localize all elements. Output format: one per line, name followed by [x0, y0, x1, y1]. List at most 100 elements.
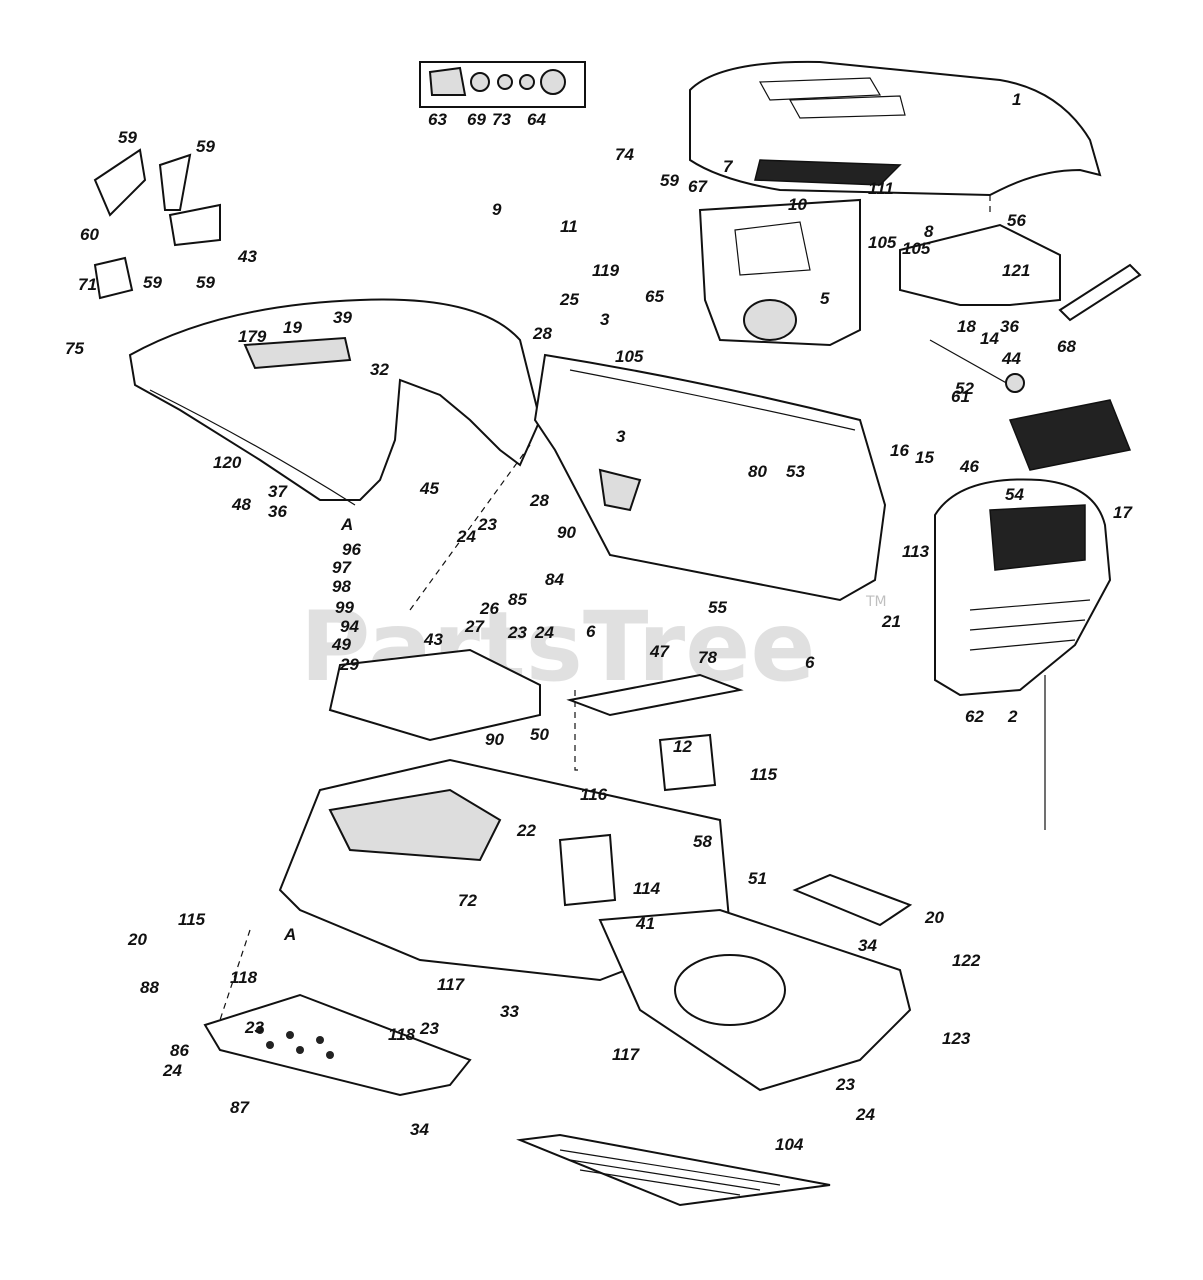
callout-label: 24 [855, 1105, 875, 1124]
watermark-trademark: TM [865, 594, 887, 610]
callout-label: 94 [340, 617, 359, 636]
cover-plate-part [566, 673, 744, 717]
hood-part [689, 60, 1102, 197]
callout-label: 54 [1005, 485, 1024, 504]
main-frame-part [278, 733, 912, 1092]
callout-label: 84 [545, 570, 564, 589]
callout-label: 117 [437, 975, 466, 994]
callout-label: 14 [980, 329, 999, 348]
leader-lines [219, 195, 1046, 1021]
callout-label: 59 [196, 137, 215, 156]
callout-label: 12 [673, 737, 692, 756]
callout-label: 5 [820, 289, 830, 308]
callout-label: 45 [419, 479, 439, 498]
callout-label: 6 [805, 653, 815, 672]
callout-label: 111 [868, 179, 894, 198]
callout-label: 65 [645, 287, 664, 306]
callout-label: 18 [957, 317, 976, 336]
callout-label: 63 [428, 110, 447, 129]
callout-label: 22 [516, 821, 536, 840]
callout-label: 85 [508, 590, 527, 609]
headlight-bracket-parts [93, 148, 221, 300]
callout-label: 78 [698, 648, 717, 667]
callout-label: 58 [693, 832, 712, 851]
callout-label: 62 [965, 707, 984, 726]
callout-label: 121 [1002, 261, 1030, 280]
callout-label: 116 [580, 785, 608, 804]
callout-labels: 1 7 10 111 56 8 121 18 36 14 105 105 5 6… [65, 90, 1133, 1154]
callout-label: 117 [612, 1045, 641, 1064]
callout-label: 71 [78, 275, 97, 294]
right-footrest-part [792, 873, 913, 927]
callout-label: 88 [140, 978, 159, 997]
callout-label: 105 [902, 239, 931, 258]
callout-label: 16 [890, 441, 909, 460]
callout-label: 49 [331, 635, 351, 654]
callout-label: 69 [467, 110, 486, 129]
callout-label: 56 [1007, 211, 1026, 230]
seat-pan-part [328, 648, 541, 742]
callout-label: 39 [333, 308, 352, 327]
callout-label: 34 [410, 1120, 429, 1139]
callout-label: 8 [924, 222, 934, 241]
callout-label: 122 [952, 951, 981, 970]
callout-label: 36 [1000, 317, 1019, 336]
grille-screen-part [754, 159, 902, 186]
callout-label: 50 [530, 725, 549, 744]
headlight-panel-part [1008, 399, 1132, 471]
callout-label: 6 [586, 622, 596, 641]
callout-label: 87 [230, 1098, 250, 1117]
floor-mat-part [516, 1133, 831, 1207]
left-footrest-part [203, 993, 472, 1097]
callout-label: 59 [196, 273, 215, 292]
callout-label: 80 [748, 462, 767, 481]
callout-label: 23 [477, 515, 497, 534]
callout-label: 51 [748, 869, 767, 888]
callout-label: 29 [339, 655, 359, 674]
callout-label: 52 [955, 379, 974, 398]
callout-label: 28 [532, 324, 552, 343]
callout-label: 48 [231, 495, 251, 514]
callout-label: 28 [529, 491, 549, 510]
callout-label: 41 [635, 914, 655, 933]
callout-label: 120 [213, 453, 242, 472]
callout-label: 19 [283, 318, 302, 337]
callout-label: 15 [915, 448, 934, 467]
callout-label: 115 [750, 765, 778, 784]
callout-label: 74 [615, 145, 634, 164]
callout-label: 90 [485, 730, 504, 749]
callout-label: A [283, 925, 296, 944]
callout-label: 61 [951, 387, 970, 406]
callout-label: 23 [244, 1018, 264, 1037]
callout-label: 24 [534, 623, 554, 642]
callout-label: 3 [616, 427, 626, 446]
callout-label: 118 [388, 1025, 416, 1044]
callout-label: 24 [162, 1061, 182, 1080]
callout-label: 23 [835, 1075, 855, 1094]
callout-label: 73 [492, 110, 511, 129]
callout-label: 20 [924, 908, 944, 927]
callout-label: 114 [633, 879, 661, 898]
callout-label: 43 [423, 630, 443, 649]
callout-label: 25 [559, 290, 579, 309]
callout-label: 105 [615, 347, 644, 366]
callout-label: 68 [1057, 337, 1076, 356]
callout-label: 10 [788, 195, 807, 214]
callout-label: 24 [456, 527, 476, 546]
console-panel-part [533, 353, 887, 602]
callout-label: 96 [342, 540, 361, 559]
callout-label: 7 [723, 157, 734, 176]
callout-label: 60 [80, 225, 99, 244]
callout-label: 27 [464, 617, 485, 636]
callout-label: 11 [560, 217, 578, 236]
callout-label: 9 [492, 200, 502, 219]
callout-label: 21 [881, 612, 901, 631]
callout-label: 53 [786, 462, 805, 481]
callout-label: 34 [858, 936, 877, 955]
lighting-inset-box [419, 61, 586, 108]
front-nose-part [934, 478, 1112, 697]
callout-label: 59 [143, 273, 162, 292]
left-fender-part [128, 298, 542, 506]
callout-label: 90 [557, 523, 576, 542]
